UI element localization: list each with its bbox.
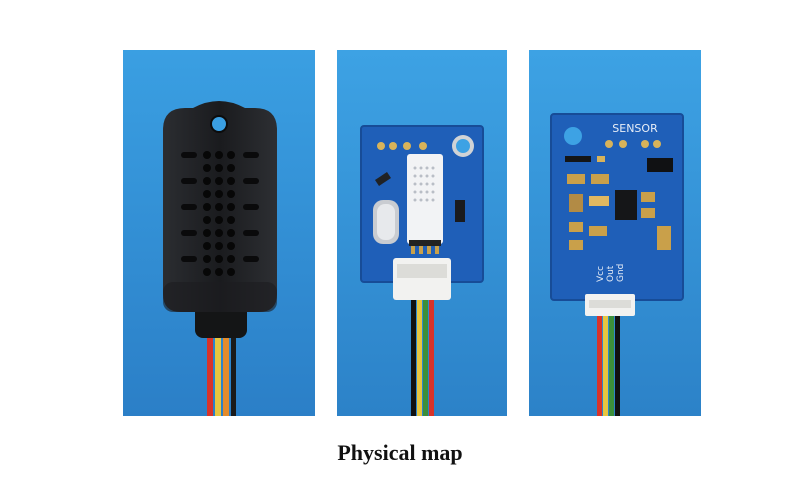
silkscreen-sensor-label: SENSOR: [612, 122, 658, 135]
silkscreen-vcc-label: Vcc: [596, 266, 606, 282]
silkscreen-out-label: Out: [606, 265, 616, 282]
sensor-housing-illustration: [123, 50, 315, 416]
photo-pcb-back: SENSOR Vcc Out Gnd: [529, 50, 701, 416]
photo-pcb-front: [337, 50, 507, 416]
silkscreen-gnd-label: Gnd: [616, 264, 626, 282]
pcb-front-illustration: [337, 50, 507, 416]
figure-caption: Physical map: [337, 440, 463, 465]
pcb-back-illustration: SENSOR Vcc Out Gnd: [529, 50, 701, 416]
photo-sensor-housing: [123, 50, 315, 416]
